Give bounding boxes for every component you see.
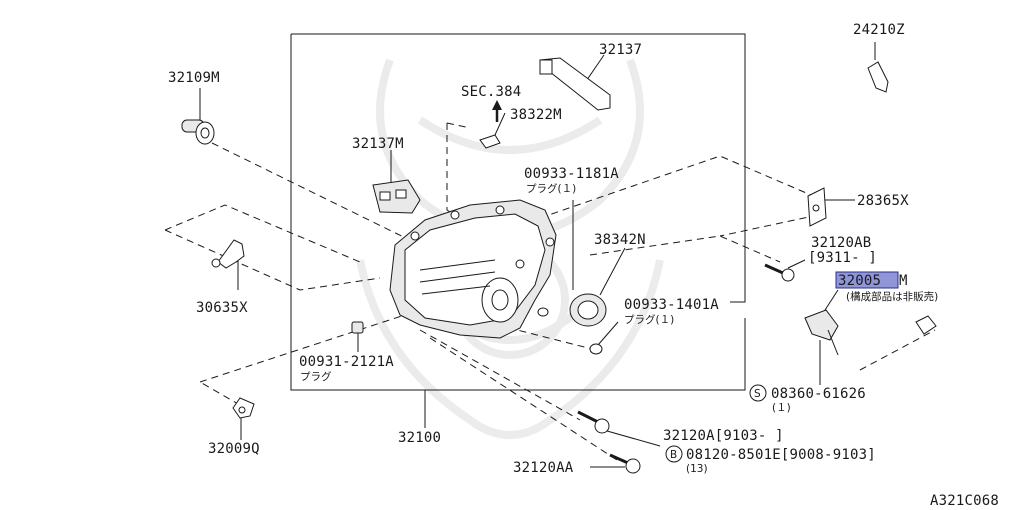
- plug-00933-1401a-drawing: [589, 343, 603, 355]
- bolt-32120aa-drawing: [609, 453, 641, 474]
- part-label-32137[interactable]: 32137: [599, 42, 642, 58]
- plug-00931-drawing: [351, 321, 364, 334]
- part-label-32005-suffix: M: [899, 273, 908, 289]
- part-label-00931-2121a[interactable]: 00931-2121A: [299, 354, 394, 370]
- part-label-00933-1401a[interactable]: 00933-1401A: [624, 297, 719, 313]
- sensor-32005m-drawing: [804, 309, 937, 356]
- part-label-32120aa[interactable]: 32120AA: [513, 460, 574, 476]
- part-label-38342n[interactable]: 38342N: [594, 232, 646, 248]
- s-mark-letter: S: [754, 388, 761, 400]
- part-label-32137m[interactable]: 32137M: [352, 136, 404, 152]
- bracket-32137m-drawing: [372, 179, 421, 214]
- part-label-08360-61626[interactable]: 08360-61626: [771, 386, 866, 402]
- section-arrow: [492, 100, 502, 122]
- transmission-case-drawing: [389, 199, 557, 339]
- part-label-32120ab[interactable]: 32120AB: [811, 235, 871, 251]
- part-date-32120ab: [9311- ]: [808, 250, 877, 266]
- s-mark-icon: [749, 384, 767, 402]
- b-mark-icon: [665, 445, 683, 463]
- seal-32109m-drawing: [181, 119, 215, 145]
- part-qty-08120: (13): [686, 463, 708, 475]
- highlight-32005: [835, 271, 899, 289]
- part-label-32109m[interactable]: 32109M: [168, 70, 220, 86]
- part-label-32100[interactable]: 32100: [398, 430, 441, 446]
- part-label-08120-8501e[interactable]: 08120-8501E[9008-9103]: [686, 447, 876, 463]
- bracket-28365x-drawing: [807, 187, 827, 227]
- part-label-32120a[interactable]: 32120A[9103- ]: [663, 428, 784, 444]
- part-note-00933-1401a: プラグ(１): [624, 313, 674, 326]
- bracket-32137-drawing: [539, 57, 611, 111]
- part-note-00933-1181a: プラグ(１): [526, 182, 576, 195]
- part-label-32009q[interactable]: 32009Q: [208, 441, 260, 457]
- bolt-32120ab-drawing: [764, 263, 795, 282]
- diagram-code: A321C068: [930, 493, 999, 509]
- part-note-00931: プラグ: [300, 370, 332, 383]
- part-label-38322m[interactable]: 38322M: [510, 107, 562, 123]
- fitting-38322m-drawing: [479, 134, 501, 149]
- bolt-32120a-drawing: [577, 410, 610, 434]
- plug-00933-1181a-drawing: [537, 307, 549, 317]
- part-label-32005-highlighted[interactable]: 32005: [838, 273, 881, 289]
- b-mark-letter: B: [670, 449, 677, 461]
- part-note-32005: (構成部品は非販売): [846, 290, 938, 303]
- clip-24210z-drawing: [867, 61, 889, 93]
- part-label-28365x[interactable]: 28365X: [857, 193, 909, 209]
- section-reference-label[interactable]: SEC.384: [461, 84, 521, 100]
- part-label-00933-1181a[interactable]: 00933-1181A: [524, 166, 619, 182]
- bracket-30635x-drawing: [211, 239, 245, 269]
- clip-32009q-drawing: [232, 397, 255, 419]
- part-label-30635x[interactable]: 30635X: [196, 300, 248, 316]
- seal-38342n-drawing: [569, 293, 607, 327]
- solid-leaders: [199, 42, 876, 468]
- part-label-24210z[interactable]: 24210Z: [853, 22, 905, 38]
- assembly-frame: [290, 33, 746, 391]
- part-qty-08360: (１): [772, 402, 791, 414]
